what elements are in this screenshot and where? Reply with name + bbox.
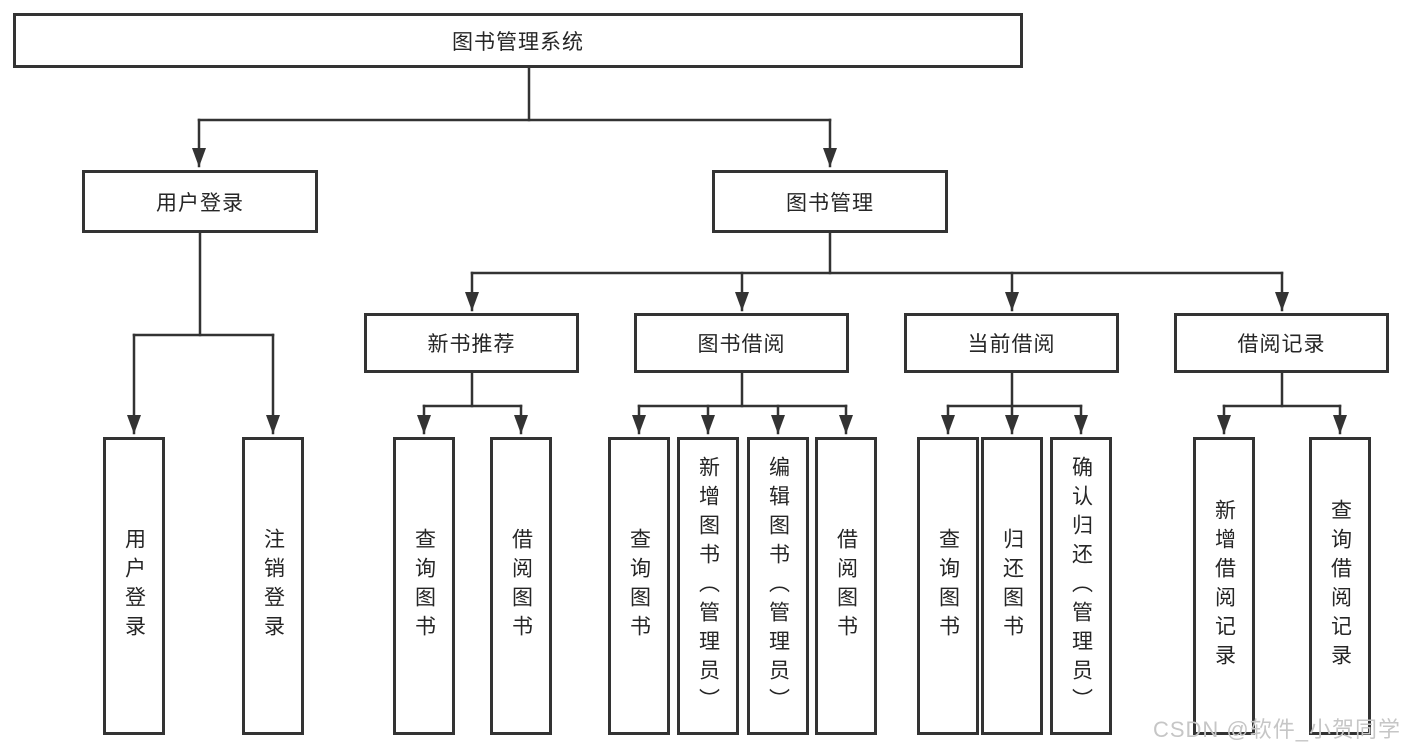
csdn-watermark: CSDN @软件_小贺同学 xyxy=(1152,717,1401,742)
leaf-query-books-current: 查询图书 xyxy=(917,437,979,735)
leaf-user-login: 用户登录 xyxy=(103,437,165,735)
leaf-query-books-borrowing: 查询图书 xyxy=(608,437,670,735)
node-current-borrowing: 当前借阅 xyxy=(904,313,1119,373)
leaf-return-books: 归还图书 xyxy=(981,437,1043,735)
node-user-login: 用户登录 xyxy=(82,170,318,233)
node-borrowing-records: 借阅记录 xyxy=(1174,313,1389,373)
leaf-query-books-recommend: 查询图书 xyxy=(393,437,455,735)
leaf-edit-book-admin: 编辑图书（管理员） xyxy=(747,437,809,735)
leaf-borrow-books: 借阅图书 xyxy=(815,437,877,735)
leaf-add-borrow-record: 新增借阅记录 xyxy=(1193,437,1255,735)
node-book-management: 图书管理 xyxy=(712,170,948,233)
node-book-borrowing: 图书借阅 xyxy=(634,313,849,373)
leaf-logout: 注销登录 xyxy=(242,437,304,735)
leaf-borrow-books-recommend: 借阅图书 xyxy=(490,437,552,735)
node-library-management-system: 图书管理系统 xyxy=(13,13,1023,68)
leaf-confirm-return-admin: 确认归还（管理员） xyxy=(1050,437,1112,735)
leaf-add-book-admin: 新增图书（管理员） xyxy=(677,437,739,735)
leaf-query-borrow-record: 查询借阅记录 xyxy=(1309,437,1371,735)
node-new-book-recommendation: 新书推荐 xyxy=(364,313,579,373)
